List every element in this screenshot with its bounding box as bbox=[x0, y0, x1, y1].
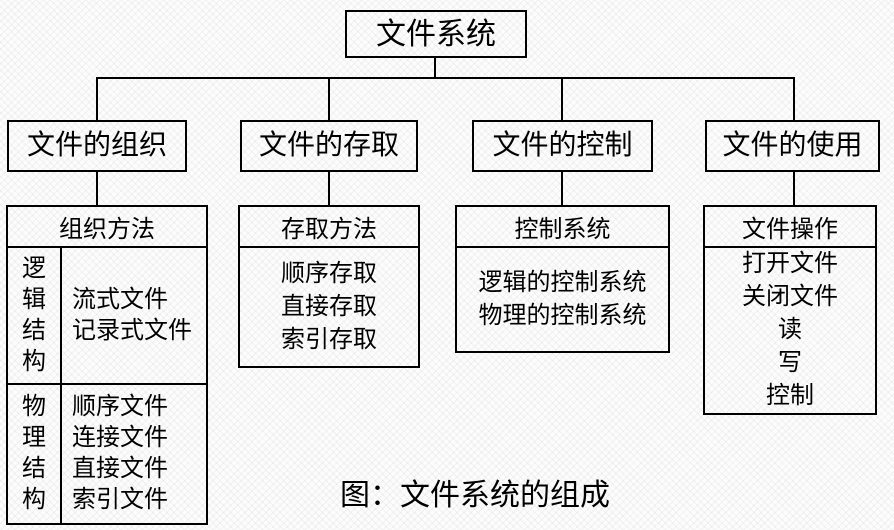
panel-file-operations: 文件操作 打开文件 关闭文件 读 写 控制 bbox=[703, 205, 877, 415]
node-file-system-label: 文件系统 bbox=[376, 17, 496, 51]
list-item: 索引存取 bbox=[281, 326, 377, 353]
list-item: 连接文件 bbox=[72, 425, 168, 451]
node-file-usage-label: 文件的使用 bbox=[722, 129, 863, 161]
list-item: 写 bbox=[778, 350, 802, 376]
list-item: 逻辑的控制系统 bbox=[478, 269, 647, 296]
connector-root-drop bbox=[434, 58, 436, 79]
panel-access-methods: 存取方法 顺序存取 直接存取 索引存取 bbox=[238, 205, 420, 368]
access-methods-items: 顺序存取 直接存取 索引存取 bbox=[240, 248, 418, 366]
row-physical-structure: 物理结构 顺序文件 连接文件 直接文件 索引文件 bbox=[8, 385, 206, 523]
panel-organization-methods-title: 组织方法 bbox=[8, 207, 206, 248]
node-file-organization: 文件的组织 bbox=[7, 120, 187, 172]
panel-control-systems: 控制系统 逻辑的控制系统 物理的控制系统 bbox=[455, 205, 670, 353]
node-file-system: 文件系统 bbox=[345, 10, 527, 58]
node-file-access-label: 文件的存取 bbox=[258, 129, 399, 161]
node-file-access: 文件的存取 bbox=[240, 120, 418, 172]
list-item: 顺序文件 bbox=[72, 394, 168, 420]
list-item: 关闭文件 bbox=[742, 284, 838, 310]
logical-structure-items: 流式文件 记录式文件 bbox=[62, 248, 206, 383]
list-item: 直接文件 bbox=[72, 456, 168, 482]
list-item: 打开文件 bbox=[742, 251, 838, 277]
header-logical-structure-label: 逻辑结构 bbox=[22, 255, 46, 375]
connector-drop-1 bbox=[96, 77, 98, 120]
list-item: 记录式文件 bbox=[72, 317, 192, 344]
node-file-control-label: 文件的控制 bbox=[492, 129, 633, 161]
node-file-control: 文件的控制 bbox=[472, 120, 653, 172]
header-physical-structure: 物理结构 bbox=[8, 385, 62, 523]
panel-access-methods-title: 存取方法 bbox=[240, 207, 418, 248]
row-logical-structure: 逻辑结构 流式文件 记录式文件 bbox=[8, 248, 206, 385]
list-item: 索引文件 bbox=[72, 487, 168, 513]
connector-detail-3 bbox=[561, 172, 563, 205]
connector-main-hline bbox=[96, 77, 795, 79]
node-file-organization-label: 文件的组织 bbox=[26, 129, 167, 161]
list-item: 控制 bbox=[766, 383, 814, 409]
file-operations-items: 打开文件 关闭文件 读 写 控制 bbox=[705, 248, 875, 413]
list-item: 读 bbox=[778, 317, 802, 343]
connector-detail-2 bbox=[328, 172, 330, 205]
control-systems-items: 逻辑的控制系统 物理的控制系统 bbox=[457, 248, 668, 351]
list-item: 顺序存取 bbox=[281, 260, 377, 287]
connector-detail-1 bbox=[96, 172, 98, 205]
panel-control-systems-title: 控制系统 bbox=[457, 207, 668, 248]
physical-structure-items: 顺序文件 连接文件 直接文件 索引文件 bbox=[62, 385, 206, 523]
list-item: 流式文件 bbox=[72, 286, 168, 313]
connector-drop-4 bbox=[793, 77, 795, 120]
figure-caption: 图：文件系统的组成 bbox=[340, 479, 610, 512]
organization-table: 逻辑结构 流式文件 记录式文件 物理结构 顺序文件 连接文件 直接文件 索引文件 bbox=[8, 248, 206, 523]
panel-file-operations-title: 文件操作 bbox=[705, 207, 875, 248]
node-file-usage: 文件的使用 bbox=[705, 120, 880, 172]
connector-drop-3 bbox=[561, 77, 563, 120]
list-item: 物理的控制系统 bbox=[478, 302, 647, 329]
header-logical-structure: 逻辑结构 bbox=[8, 248, 62, 383]
connector-drop-2 bbox=[328, 77, 330, 120]
header-physical-structure-label: 物理结构 bbox=[22, 394, 46, 513]
panel-organization-methods: 组织方法 逻辑结构 流式文件 记录式文件 物理结构 顺序文件 连接文件 直接文件 bbox=[6, 205, 208, 525]
list-item: 直接存取 bbox=[281, 293, 377, 320]
connector-detail-4 bbox=[793, 172, 795, 205]
